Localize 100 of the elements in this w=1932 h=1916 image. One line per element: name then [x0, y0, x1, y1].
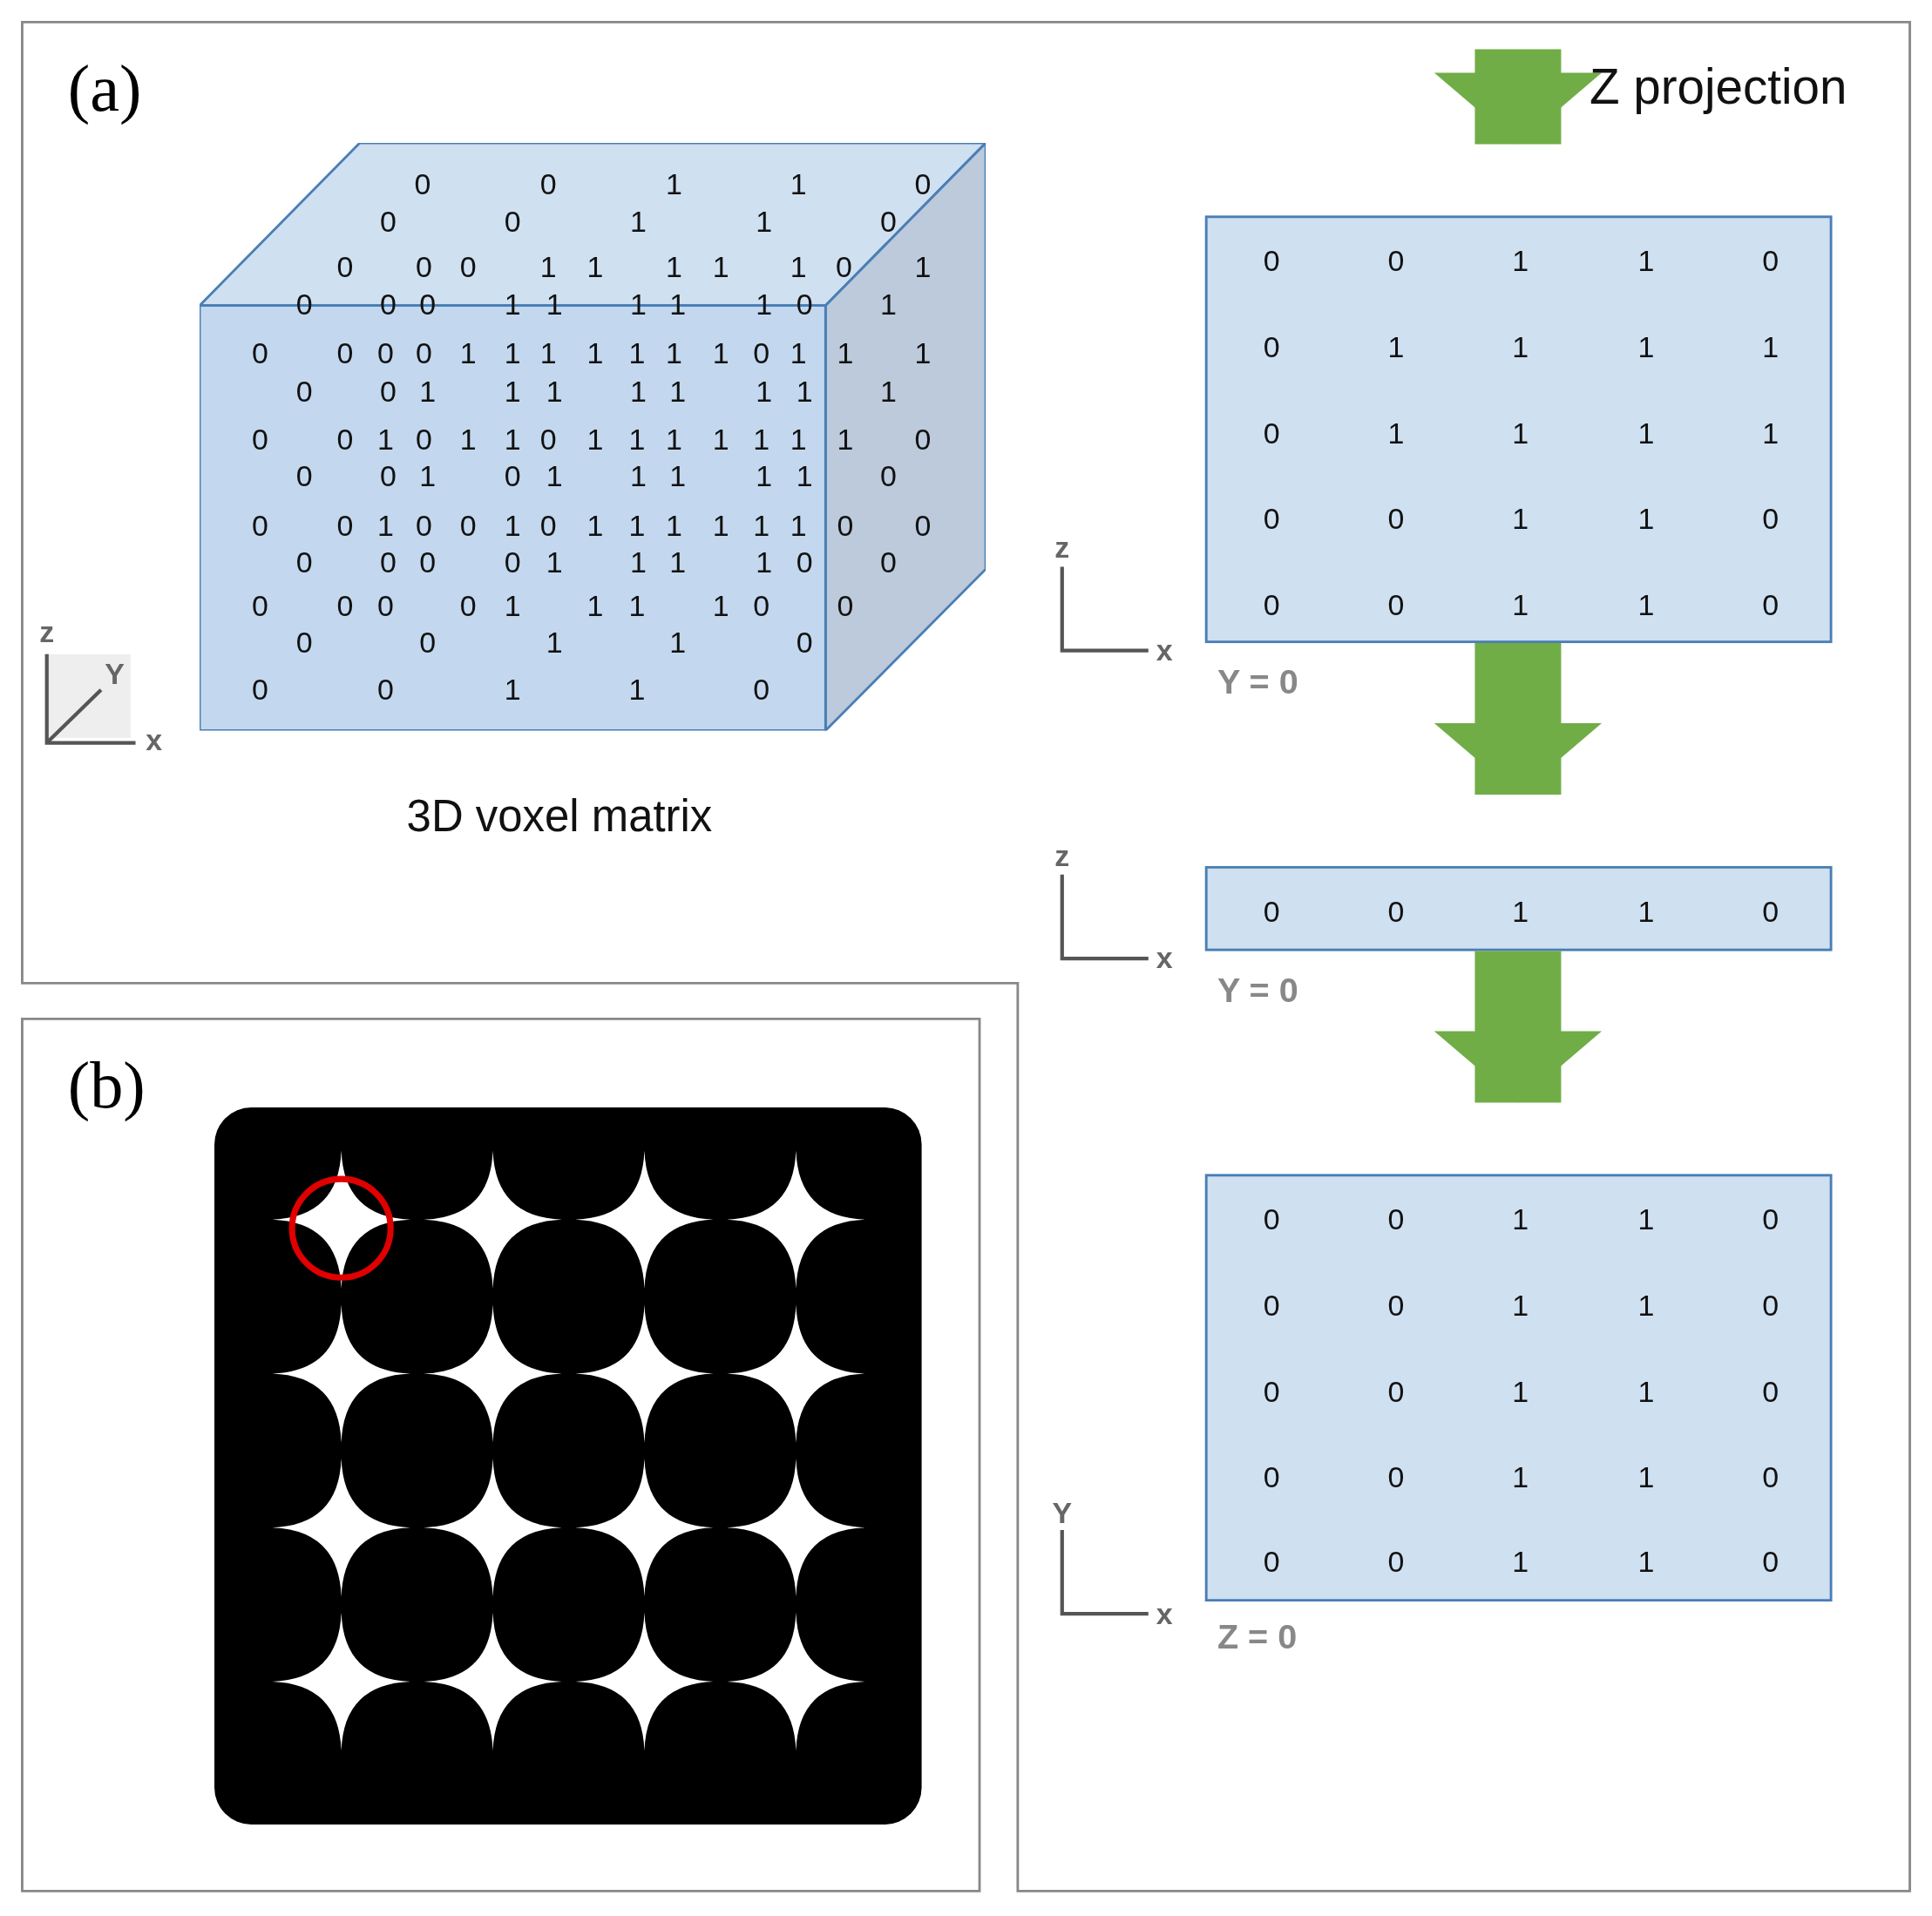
- matrix-value: 1: [377, 511, 394, 541]
- matrix-value: 1: [880, 376, 897, 407]
- matrix-value: 0: [539, 170, 557, 200]
- matrix-value: 0: [880, 548, 897, 579]
- matrix-value: 0: [419, 548, 437, 579]
- matrix-value: 0: [1387, 504, 1405, 534]
- matrix-value: 1: [546, 548, 563, 579]
- matrix-value: 0: [1263, 246, 1280, 276]
- matrix-value: 1: [669, 548, 687, 579]
- axis-label: Y: [1052, 1498, 1073, 1528]
- matrix-value: 0: [1263, 1547, 1280, 1577]
- block-arrow: [1434, 49, 1603, 145]
- matrix-value: 1: [712, 591, 729, 621]
- matrix-value: 0: [914, 170, 932, 200]
- cube-label: 3D voxel matrix: [406, 794, 713, 839]
- matrix-value: 1: [1512, 418, 1529, 449]
- matrix-value: 0: [295, 462, 313, 492]
- matrix-value: 0: [539, 511, 557, 541]
- matrix-value: 1: [1387, 332, 1405, 362]
- matrix-value: 1: [1512, 1204, 1529, 1235]
- matrix-value: 0: [1263, 332, 1280, 362]
- matrix-value: 1: [629, 206, 647, 237]
- matrix-value: 0: [539, 424, 557, 455]
- matrix-value: 0: [379, 462, 397, 492]
- axis-label: x: [1156, 944, 1173, 973]
- matrix-value: 1: [1637, 246, 1655, 276]
- matrix-value: 1: [712, 511, 729, 541]
- matrix-value: 1: [546, 462, 563, 492]
- matrix-value: 1: [790, 424, 807, 455]
- matrix-value: 1: [419, 462, 437, 492]
- matrix-value: 1: [1512, 246, 1529, 276]
- matrix-value: 1: [665, 424, 682, 455]
- matrix-value: 0: [251, 674, 268, 705]
- matrix-value: 1: [790, 170, 807, 200]
- matrix-value: 0: [837, 511, 854, 541]
- block-arrow: [1434, 643, 1603, 795]
- matrix-value: 0: [504, 462, 521, 492]
- matrix-value: 0: [1263, 1462, 1280, 1493]
- matrix-value: 0: [415, 338, 432, 369]
- matrix-value: 1: [628, 338, 646, 369]
- matrix-box: [1204, 1174, 1833, 1602]
- matrix-value: 1: [377, 424, 394, 455]
- matrix-value: 1: [1512, 1462, 1529, 1493]
- matrix-value: 0: [415, 424, 432, 455]
- matrix-value: 1: [546, 628, 563, 658]
- matrix-value: 1: [756, 206, 773, 237]
- matrix-value: 1: [756, 289, 773, 320]
- matrix-value: 0: [1387, 1377, 1405, 1407]
- matrix-value: 0: [336, 338, 354, 369]
- matrix-value: 1: [669, 376, 687, 407]
- matrix-value: 1: [1762, 418, 1779, 449]
- matrix-value: 1: [914, 338, 932, 369]
- block-arrow: [1434, 951, 1603, 1103]
- matrix-value: 1: [712, 252, 729, 282]
- panel: [22, 1019, 980, 1892]
- matrix-value: 1: [790, 338, 807, 369]
- matrix-value: 1: [539, 338, 557, 369]
- matrix-value: 1: [669, 462, 687, 492]
- matrix-value: 1: [629, 462, 647, 492]
- matrix-value: 1: [504, 511, 521, 541]
- voxel-cube: [200, 143, 986, 731]
- matrix-value: 1: [1637, 1204, 1655, 1235]
- matrix-value: 0: [1762, 1204, 1779, 1235]
- matrix-value: 0: [1387, 590, 1405, 620]
- slice-label: Y = 0: [1217, 665, 1298, 701]
- matrix-value: 0: [336, 591, 354, 621]
- matrix-value: 1: [1637, 1462, 1655, 1493]
- matrix-value: 1: [837, 424, 854, 455]
- matrix-value: 1: [1512, 1290, 1529, 1321]
- matrix-value: 0: [796, 548, 813, 579]
- matrix-value: 0: [1263, 897, 1280, 927]
- matrix-value: 1: [539, 252, 557, 282]
- matrix-value: 0: [1762, 1462, 1779, 1493]
- slice-label: Z = 0: [1217, 1620, 1298, 1655]
- matrix-value: 1: [790, 252, 807, 282]
- axis-label: Y: [105, 659, 125, 689]
- matrix-value: 0: [295, 376, 313, 407]
- matrix-value: 1: [504, 674, 521, 705]
- matrix-value: 1: [504, 424, 521, 455]
- matrix-value: 0: [251, 338, 268, 369]
- matrix-value: 0: [459, 591, 477, 621]
- axis-label: x: [146, 725, 163, 755]
- matrix-value: 1: [1512, 504, 1529, 534]
- matrix-value: 0: [836, 252, 852, 282]
- matrix-value: 1: [669, 289, 687, 320]
- matrix-value: 0: [251, 511, 268, 541]
- matrix-value: 0: [295, 548, 313, 579]
- matrix-value: 0: [379, 289, 397, 320]
- matrix-value: 1: [419, 376, 437, 407]
- matrix-value: 0: [504, 206, 521, 237]
- matrix-value: 1: [753, 424, 770, 455]
- matrix-value: 0: [379, 548, 397, 579]
- matrix-value: 0: [295, 628, 313, 658]
- matrix-value: 0: [336, 424, 354, 455]
- matrix-value: 1: [628, 674, 646, 705]
- matrix-value: 1: [1637, 504, 1655, 534]
- matrix-value: 0: [379, 206, 397, 237]
- matrix-value: 1: [712, 338, 729, 369]
- matrix-value: 1: [586, 252, 604, 282]
- matrix-value: 0: [377, 591, 394, 621]
